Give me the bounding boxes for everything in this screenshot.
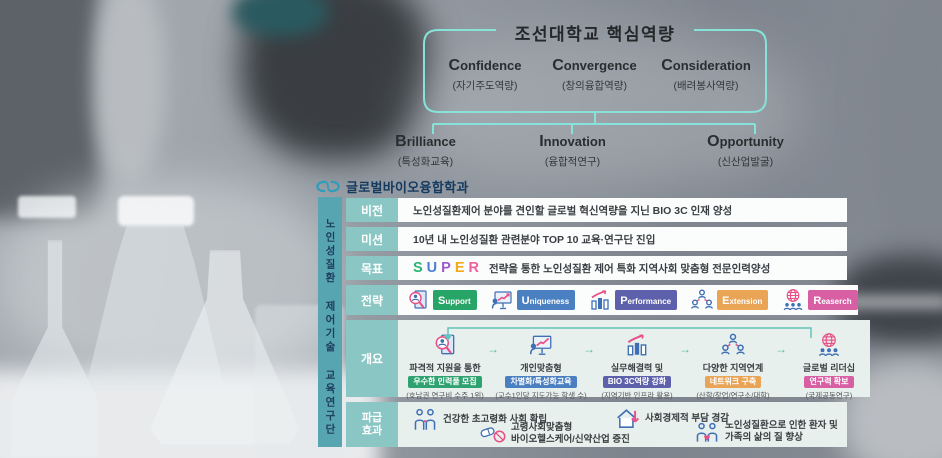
competency-diagram-title: 조선대학교 핵심역량 [514, 25, 676, 44]
strategy-performance-badge: Performance [615, 290, 678, 310]
overview-content: 파격적 지원을 통한 우수한 인력풀 모집 (호남권 연구비 수주 1위) → … [398, 320, 870, 400]
super-letter-s: S [413, 260, 424, 276]
competency-confidence-ko: (자기주도역량) [452, 80, 518, 92]
presentation-icon [529, 335, 552, 355]
strategy-performance: Performance [588, 288, 678, 312]
overview-bio3c-capability: 실무해결력 및 BIO 3C역량 강화 (지역기반 인프라 활용) [596, 332, 678, 402]
super-acronym: S U P E R [413, 260, 480, 276]
mission-text: 10년 내 노인성질환 관련분야 TOP 10 교육·연구단 진입 [413, 233, 656, 246]
goal-content: S U P E R 전략을 통한 노인성질환 제어 특화 지역사회 맞춤형 전문… [398, 256, 847, 280]
strategy-extension: Extension [690, 288, 769, 312]
strategy-research-badge: Reaserch [808, 290, 858, 310]
competency-consideration-ko: (배려봉사역량) [673, 80, 739, 92]
effect-quality-of-life: 노인성질환으로 인한 환자 및 가족의 삶의 질 향상 [694, 420, 838, 444]
strategy-uniqueness: Uniqueness [490, 288, 576, 312]
competency-brilliance-en: Brilliance [395, 133, 456, 150]
row-label-overview: 개요 [346, 320, 398, 397]
photo-light-column [95, 0, 165, 180]
vision-content: 노인성질환제어 분야를 견인할 글로벌 혁신역량을 지닌 BIO 3C 인재 양… [398, 198, 847, 222]
flask-cap-white [118, 196, 194, 226]
flow-arrow-icon: → [679, 341, 691, 356]
competency-confidence-en: Confidence [448, 57, 522, 74]
elderly-couple-icon [414, 408, 436, 430]
flow-arrow-icon: → [487, 341, 499, 356]
person-search-icon [409, 290, 427, 309]
row-label-goal: 목표 [346, 256, 398, 280]
bar-chart-icon [627, 334, 647, 356]
strategy-uniqueness-badge: Uniqueness [516, 290, 576, 310]
overview-custom-education: 개인맞춤형 차별화/특성화교육 (교수1인당 지도가능 학생 수) [495, 332, 587, 402]
house-down-arrow-icon [617, 409, 640, 428]
strategy-content: Support Uniqueness [398, 285, 858, 315]
strategy-support: Support [406, 288, 477, 312]
department-name: 글로벌바이오융합학과 [346, 180, 469, 195]
competency-confidence: Confidence (자기주도역량) [425, 57, 545, 93]
people-network-icon [721, 333, 745, 355]
row-label-effects: 파급효과 [346, 402, 398, 447]
row-label-strategy: 전략 [346, 285, 398, 315]
strategy-support-badge: Support [433, 290, 477, 310]
competency-brilliance: Brilliance (특성화교육) [368, 133, 483, 169]
competency-convergence-ko: (창의융합역량) [562, 80, 627, 92]
competency-consideration-en: Consideration [661, 57, 751, 74]
photo-teal-bench [233, 0, 328, 36]
competency-innovation: Innovation (융합적연구) [515, 133, 630, 169]
effects-content: 건강한 초고령화 사회 확립 사회경제적 부담 경감 고령사 [398, 402, 847, 447]
strategy-extension-badge: Extension [717, 290, 769, 310]
super-letter-p: P [441, 260, 452, 276]
competency-convergence-en: Convergence [552, 57, 637, 74]
flask-cap-small [18, 196, 76, 218]
pills-icon [480, 427, 506, 443]
competency-opportunity: Opportunity (신산업발굴) [688, 133, 803, 169]
overview-network: 다양한 지역연계 네트워크 구축 (산학/창업/연구소/대학) [692, 332, 774, 402]
family-heart-icon [696, 422, 718, 442]
super-letter-e: E [454, 260, 466, 276]
row-label-mission: 미션 [346, 227, 398, 251]
competency-innovation-en: Innovation [539, 133, 606, 150]
effect-bio-healthcare: 고령사회맞춤형 바이오헬스케어/신약산업 증진 [480, 422, 630, 446]
competency-brilliance-ko: (특성화교육) [397, 156, 454, 168]
overview-talent-pool: 파격적 지원을 통한 우수한 인력풀 모집 (호남권 연구비 수주 1위) [404, 332, 486, 402]
vision-text: 노인성질환제어 분야를 견인할 글로벌 혁신역량을 지닌 BIO 3C 인재 양… [413, 204, 733, 217]
vertical-banner-research-group: 노인성질환 제어기술 교육연구단 [318, 197, 342, 447]
people-network-icon [691, 289, 714, 309]
bar-chart-icon [591, 290, 609, 310]
overview-global-leadership: 글로벌 리더십 연구력 확보 (국제공동연구) [788, 332, 870, 402]
super-letter-u: U [426, 260, 439, 276]
department-logo-icon [316, 180, 340, 193]
globe-people-icon [784, 289, 803, 311]
effect-healthy-aging: 건강한 초고령화 사회 확립 [412, 408, 547, 432]
row-label-vision: 비전 [346, 198, 398, 222]
competency-opportunity-ko: (신산업발굴) [717, 156, 774, 168]
flow-arrow-icon: → [583, 341, 595, 356]
person-search-icon [435, 334, 455, 355]
presentation-icon [491, 291, 512, 310]
strategy-research: Reaserch [781, 288, 858, 312]
flow-arrow-icon: → [775, 341, 787, 356]
department-header: 글로벌바이오융합학과 [316, 177, 469, 196]
competency-opportunity-en: Opportunity [707, 133, 784, 150]
competency-convergence: Convergence (창의융합역량) [537, 57, 652, 93]
goal-text: 전략을 통한 노인성질환 제어 특화 지역사회 맞춤형 전문인력양성 [488, 262, 771, 275]
competency-consideration: Consideration (배려봉사역량) [650, 57, 762, 93]
globe-people-icon [818, 332, 840, 356]
super-letter-r: R [468, 260, 480, 276]
photo-dark-cabinet [0, 0, 100, 220]
effect-burden-reduction: 사회경제적 부담 경감 [616, 407, 729, 431]
photo-right-column [868, 0, 942, 280]
competency-innovation-ko: (융합적연구) [544, 156, 601, 168]
mission-content: 10년 내 노인성질환 관련분야 TOP 10 교육·연구단 진입 [398, 227, 847, 251]
